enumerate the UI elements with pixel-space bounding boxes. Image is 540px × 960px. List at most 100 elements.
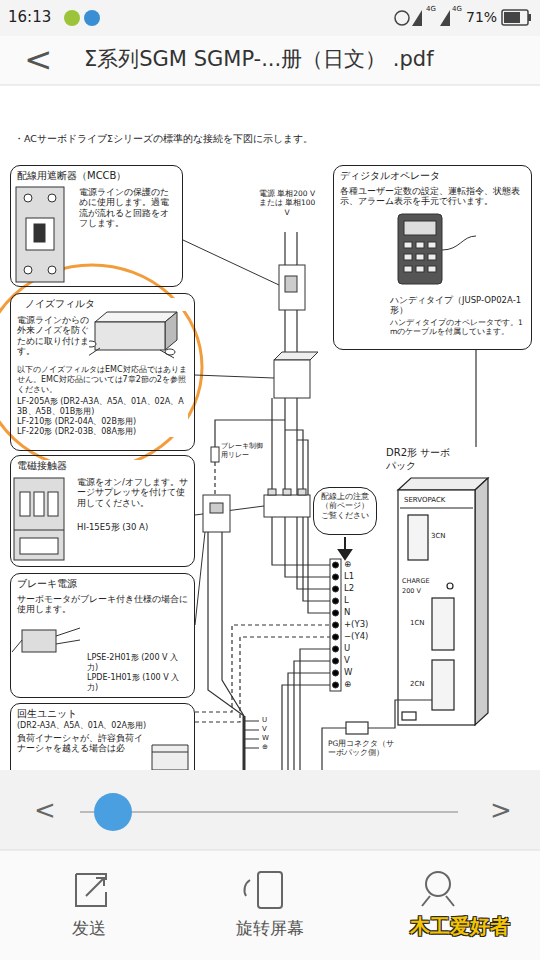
power-wires xyxy=(272,398,330,565)
terminal-label: L xyxy=(344,595,349,606)
leader-line xyxy=(195,375,274,378)
relay-label: ブレーキ制御用リレー xyxy=(221,442,267,460)
wire-label: U xyxy=(262,716,267,725)
pdf-page: 配線用遮断器（MCCB） 電源ラインの保護のために使用します。過電流が流れると回路… xyxy=(0,0,540,770)
contactor-picture xyxy=(14,478,64,560)
toolbar xyxy=(76,874,106,906)
connector-label: PG用コネクタ（サーボパック側） xyxy=(328,739,402,758)
box-text: ハンディタイプ（JUSP-OP02A-1形） xyxy=(390,295,525,316)
terminal-label: +(Y3) xyxy=(344,619,368,630)
box-text: ハンディタイプのオペレータです。1mのケーブルを付属しています。 xyxy=(390,318,525,337)
wiring-parts xyxy=(211,447,219,462)
terminal-label: L1 xyxy=(344,571,354,582)
annotation-circle xyxy=(0,265,202,469)
brake-power-box: ブレーキ電源サーボモータがブレーキ付き仕様の場合に使用します。LPSE-2H01… xyxy=(10,573,195,698)
box-text: LF-220形 (DR2-03B、08A形用) xyxy=(17,427,188,437)
network-type: 4G xyxy=(426,5,436,14)
box-text: LF-205A形 (DR2-A3A、A5A、01A、02A、A3B、A5B、01… xyxy=(17,397,188,417)
terminal-label: +(Y3) xyxy=(344,619,368,630)
pg-cable xyxy=(322,700,432,770)
servopack-housing xyxy=(398,490,475,725)
wiring-parts xyxy=(210,503,223,513)
power-wires xyxy=(222,532,244,716)
noise-filter-picture xyxy=(88,348,100,356)
terminal-label: −(Y4) xyxy=(344,631,368,642)
box-text: 電源ラインの保護のために使用します。過電流が流れると回路をオフします。 xyxy=(79,187,176,230)
wire-label: ⊕ xyxy=(262,743,268,752)
breaker-picture xyxy=(24,194,32,202)
box-heading: ディジタルオペレータ xyxy=(340,170,525,183)
pg-cable xyxy=(368,700,432,728)
noise-filter-picture xyxy=(95,312,177,322)
status-bar xyxy=(64,10,80,26)
toolbar xyxy=(426,872,450,896)
wiring-parts xyxy=(298,489,306,495)
box-text: サーボモータがブレーキ付き仕様の場合に使用します。 xyxy=(17,594,188,615)
box-text: 各種ユーザー定数の設定、運転指令、状態表示、アラーム表示を手元で行います。 xyxy=(340,186,525,207)
power-note: 電源 単相200 V または 単相100 V xyxy=(256,189,318,217)
wiring-parts xyxy=(283,489,291,495)
noise-filter-picture xyxy=(165,312,177,350)
terminal-label: ⊕ xyxy=(344,559,351,570)
page-button: > xyxy=(490,794,512,827)
breaker-picture xyxy=(48,266,56,274)
status-bar xyxy=(0,0,540,36)
network-type: 4G xyxy=(426,5,436,14)
power-wires xyxy=(294,661,330,770)
document-title: Σ系列SGM SGMP-...册（日文） .pdf xyxy=(84,46,434,72)
connector-line xyxy=(475,350,476,447)
operator-picture xyxy=(416,254,424,260)
servopack-housing xyxy=(402,712,416,720)
box-heading: ブレーキ電源 xyxy=(17,578,188,591)
annotation-circle xyxy=(0,265,202,469)
servopack-housing xyxy=(475,478,488,725)
power-wires xyxy=(297,440,330,613)
wiring-parts xyxy=(333,682,339,688)
noise-filter-picture xyxy=(86,312,177,358)
wiring-parts xyxy=(330,559,341,691)
connector-label: 3CN xyxy=(431,532,446,541)
status-bar xyxy=(412,10,422,26)
status-bar xyxy=(84,10,100,26)
connector-label: 1CN xyxy=(410,619,425,628)
operator-box: ディジタルオペレータ各種ユーザー定数の設定、運転指令、状態表示、アラーム表示を手… xyxy=(333,165,532,350)
network-type: 4G xyxy=(452,5,462,14)
brake-power-picture xyxy=(12,640,22,652)
operator-picture xyxy=(398,214,476,284)
title-bar xyxy=(0,85,540,86)
operator-picture xyxy=(404,242,412,248)
wiring-parts xyxy=(333,646,339,652)
terminal-label: −(Y4) xyxy=(344,631,368,642)
status-bar xyxy=(528,14,531,21)
wire-label: V xyxy=(262,725,267,734)
toolbar xyxy=(422,896,454,906)
box-heading: 配線用遮断器（MCCB） xyxy=(17,170,176,183)
operator-picture xyxy=(398,214,442,284)
wire-label: U xyxy=(262,716,267,725)
connector-label: 1CN xyxy=(410,619,425,628)
wiring-parts xyxy=(274,352,318,360)
panel-label: 200 V xyxy=(402,587,421,595)
status-bar xyxy=(502,10,528,25)
terminal-label: ⊕ xyxy=(344,559,351,570)
slider-bar xyxy=(0,770,540,850)
contactor-picture xyxy=(20,538,58,554)
terminal-label: N xyxy=(344,607,350,618)
contactor-picture xyxy=(20,492,30,516)
contactor-picture xyxy=(48,492,58,516)
caution-callout: 配線上の注意（前ページ）ご覧ください xyxy=(313,487,377,535)
status-bar xyxy=(504,12,520,23)
terminal-label: N xyxy=(344,607,350,618)
brake-power-picture xyxy=(56,628,80,636)
power-wires xyxy=(288,673,330,770)
noise-filter-box: ノイズフィルタ電源ラインからの外来ノイズを防ぐために取り付けます。以下のノイズフ… xyxy=(10,293,195,451)
power-note: 電源 単相200 V または 単相100 V xyxy=(256,189,318,217)
clock: 16:13 xyxy=(8,8,51,27)
slider-bar xyxy=(80,811,458,813)
slider-bar xyxy=(0,770,540,850)
wire-label: W xyxy=(262,734,269,743)
caution-arrow xyxy=(339,537,351,559)
toolbar xyxy=(86,878,104,896)
box-text: 電源ラインからの外来ノイズを防ぐために取り付けます。 xyxy=(17,315,89,358)
